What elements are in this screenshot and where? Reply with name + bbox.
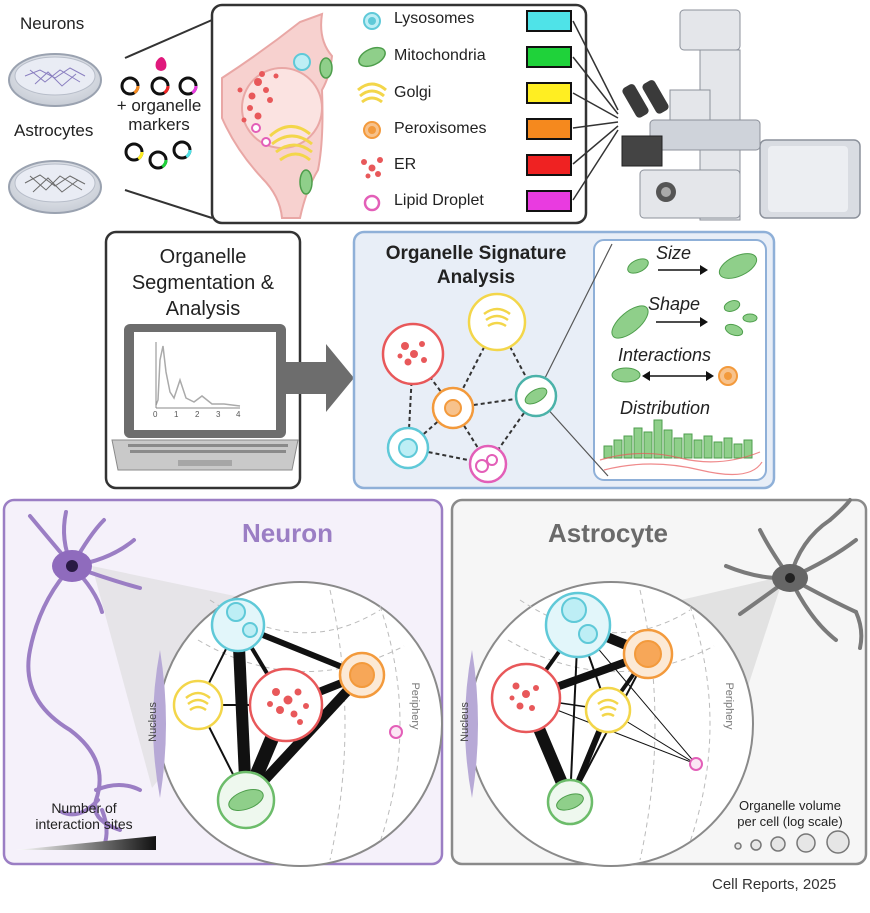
- volume-legend-line1: Organelle volume: [739, 798, 841, 813]
- volume-legend-line2: per cell (log scale): [737, 814, 843, 829]
- swatch-lysosomes: [526, 10, 572, 32]
- swatch-mitochondria: [526, 46, 572, 68]
- plot-tick-4: 4: [236, 410, 241, 419]
- neuron-periphery-label: Periphery: [409, 682, 421, 730]
- legend-to-microscope-lines: [572, 20, 619, 201]
- golgi-icon: [357, 82, 387, 104]
- microscope-icon: [621, 9, 861, 221]
- legend-label-lipid-droplet: Lipid Droplet: [394, 192, 484, 209]
- markers-label-line1: + organelle: [116, 96, 202, 115]
- interaction-sites-legend: Number of interaction sites: [14, 800, 154, 832]
- laptop-icon: [111, 324, 299, 471]
- neurons-label: Neurons: [20, 14, 85, 33]
- interaction-legend-line1: Number of: [51, 800, 117, 816]
- legend-label-peroxisomes: Peroxisomes: [394, 120, 487, 137]
- segmentation-title-line3: Analysis: [165, 298, 241, 320]
- interaction-sites-legend-wedge: [16, 836, 156, 850]
- legend-label-golgi: Golgi: [394, 84, 432, 101]
- segmentation-title: Organelle Segmentation & Analysis: [106, 244, 300, 322]
- features-subpanel: [593, 239, 767, 481]
- astrocyte-dish-icon: [8, 160, 102, 214]
- lipid-droplet-icon: [363, 194, 381, 212]
- neuron-dish-icon: [8, 53, 102, 107]
- marker-rings-icon: [120, 57, 198, 170]
- neuron-title: Neuron: [242, 518, 333, 548]
- plot-tick-0: 0: [153, 410, 158, 419]
- volume-legend-circles: [734, 830, 850, 854]
- swatch-er: [526, 154, 572, 176]
- swatch-golgi: [526, 82, 572, 104]
- segmentation-title-line1: Organelle: [159, 246, 247, 268]
- signature-title: Organelle Signature Analysis: [356, 242, 596, 290]
- swatch-lipid-droplet: [526, 190, 572, 212]
- astrocytes-label: Astrocytes: [14, 121, 94, 140]
- feature-shape: Shape: [648, 294, 701, 314]
- signature-network: [381, 243, 613, 484]
- neuron-network-nodes: [172, 597, 403, 830]
- neuron-nucleus-shape: [153, 650, 166, 798]
- citation: Cell Reports, 2025: [712, 876, 837, 893]
- astrocyte-nucleus-shape: [465, 650, 478, 798]
- feature-size: Size: [656, 243, 692, 263]
- swatch-peroxisomes: [526, 118, 572, 140]
- mitochondria-icon: [358, 46, 386, 68]
- interaction-legend-line2: interaction sites: [35, 816, 133, 832]
- er-icon: [361, 157, 383, 179]
- astrocyte-network-nodes: [490, 591, 703, 826]
- feature-icons: [599, 253, 763, 476]
- segmentation-title-line2: Segmentation &: [131, 272, 275, 294]
- plot-tick-3: 3: [216, 410, 221, 419]
- feature-interactions: Interactions: [618, 345, 712, 365]
- connector-lines: [124, 19, 213, 219]
- feature-distribution: Distribution: [620, 398, 711, 418]
- signature-title-line1: Organelle Signature: [385, 243, 567, 264]
- flow-arrow-icon: [286, 344, 354, 412]
- volume-legend: Organelle volume per cell (log scale): [722, 798, 858, 830]
- legend-label-lysosomes: Lysosomes: [394, 10, 475, 27]
- legend-label-er: ER: [394, 156, 417, 173]
- signature-title-line2: Analysis: [436, 267, 516, 288]
- markers-label-line2: markers: [128, 115, 190, 134]
- astrocyte-title: Astrocyte: [548, 518, 668, 548]
- astrocyte-nucleus-label: Nucleus: [459, 702, 471, 742]
- legend-icons: [357, 12, 387, 212]
- astrocyte-periphery-label: Periphery: [723, 682, 735, 730]
- plot-tick-2: 2: [195, 410, 200, 419]
- legend-label-mitochondria: Mitochondria: [394, 47, 486, 64]
- markers-label: + organelle markers: [104, 96, 214, 134]
- plot-tick-1: 1: [174, 410, 179, 419]
- neuron-nucleus-label: Nucleus: [147, 702, 159, 742]
- cell-illustration: [221, 12, 334, 219]
